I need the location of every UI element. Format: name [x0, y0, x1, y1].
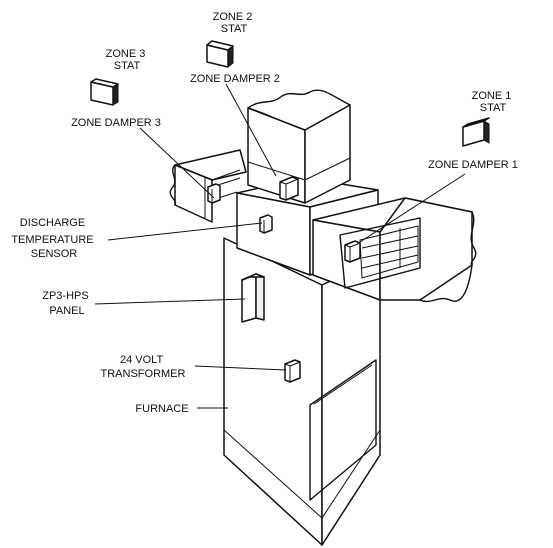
discharge-sensor-box: [259, 214, 273, 234]
zone-3-thermostat: [90, 78, 119, 106]
discharge-sensor-label: DISCHARGE TEMPERATURE SENSOR: [11, 217, 96, 260]
zone-1-stat-label: ZONE 1 STAT: [472, 90, 515, 114]
zone-damper-3-label: ZONE DAMPER 3: [71, 117, 161, 129]
panel-label: ZP3-HPS PANEL: [42, 290, 92, 317]
leader-lines: [94, 83, 466, 409]
zone-1-thermostat: [462, 117, 490, 147]
zone-damper-1-actuator: [344, 240, 361, 263]
zone-2-thermostat: [206, 40, 234, 69]
zone-damper-2-actuator: [279, 176, 299, 201]
zone-2-duct: [247, 89, 351, 204]
transformer-box: [284, 359, 301, 383]
transformer-label: 24 VOLT TRANSFORMER: [101, 354, 186, 380]
zone-damper-2-label: ZONE DAMPER 2: [190, 73, 280, 85]
zone-2-stat-label: ZONE 2 STAT: [213, 11, 256, 35]
zp3-hps-panel-box: [241, 273, 265, 323]
furnace-label: FURNACE: [135, 403, 188, 415]
zone-3-stat-label: ZONE 3 STAT: [106, 48, 149, 72]
zone-damper-1-label: ZONE DAMPER 1: [428, 159, 518, 171]
zone-3-duct: [169, 149, 247, 223]
